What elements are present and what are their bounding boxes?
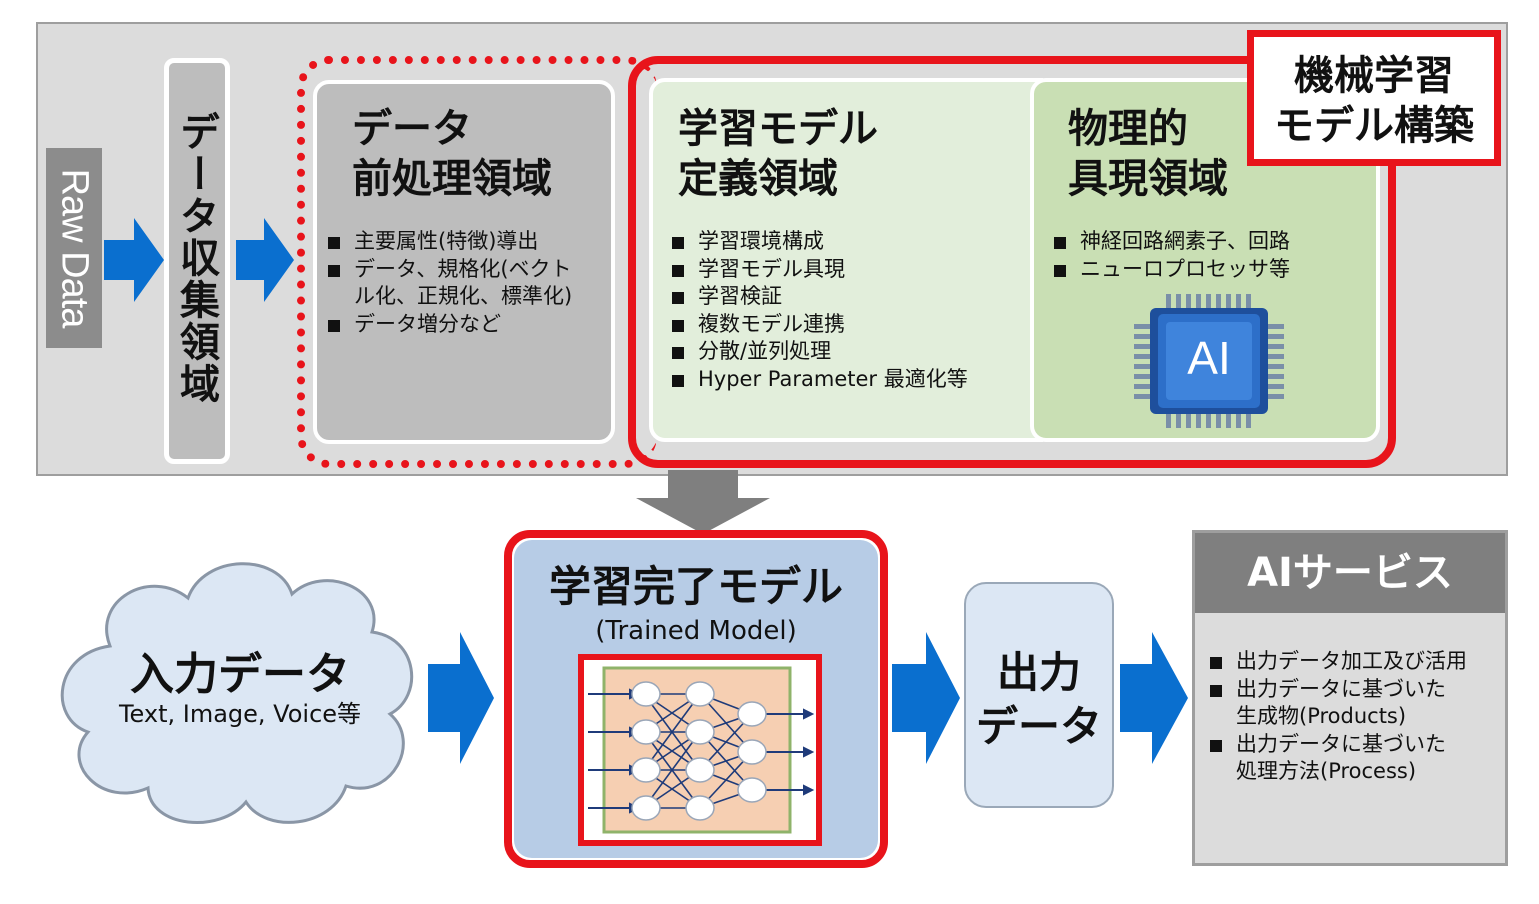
arrow-raw-to-collect xyxy=(104,218,164,302)
list-item: Hyper Parameter 最適化等 xyxy=(672,366,1032,394)
data-collection-area: データ収集領域 xyxy=(164,58,230,464)
ml-build-label-line1: 機械学習 xyxy=(1294,53,1454,99)
arrow-output-to-service xyxy=(1120,632,1188,764)
input-data-title: 入力データ xyxy=(130,649,350,700)
preprocess-dotted-border xyxy=(297,56,657,468)
model-definition-title-line1: 学習モデル xyxy=(678,106,878,152)
neural-network-frame xyxy=(578,654,822,846)
list-item: 学習環境構成 xyxy=(672,228,1032,256)
list-item: 出力データに基づいた xyxy=(1210,676,1502,704)
list-item: 主要属性(特徴)導出 xyxy=(328,228,608,256)
ai-service-title: AIサービス xyxy=(1195,533,1505,613)
physical-bullets: 神経回路網素子、回路 ニューロプロセッサ等 xyxy=(1054,228,1374,283)
arrow-input-to-trained xyxy=(428,632,494,764)
preprocess-title: データ 前処理領域 xyxy=(352,104,552,204)
trained-model-title: 学習完了モデル xyxy=(548,562,843,611)
data-collection-label: データ収集領域 xyxy=(173,111,219,405)
model-definition-title: 学習モデル 定義領域 xyxy=(678,104,878,204)
preprocess-area xyxy=(313,80,615,444)
model-definition-area xyxy=(649,78,1043,442)
arrow-trained-to-output xyxy=(892,632,960,764)
list-item-continued: ル化、正規化、標準化) xyxy=(354,284,573,308)
cloud-outline xyxy=(60,562,414,824)
preprocess-bullets: 主要属性(特徴)導出 データ、規格化(ベクト ル化、正規化、標準化) データ増分… xyxy=(328,228,608,338)
ml-build-label-line2: モデル構築 xyxy=(1274,103,1474,149)
physical-title: 物理的 具現領域 xyxy=(1068,104,1228,204)
trained-model-subtitle: (Trained Model) xyxy=(595,616,797,646)
arrow-collect-to-prep xyxy=(236,218,294,302)
ml-build-frame xyxy=(628,56,1396,468)
list-item: データ増分など xyxy=(328,311,608,339)
output-data-box xyxy=(964,582,1114,808)
list-item-continued: 処理方法(Process) xyxy=(1236,759,1417,783)
ai-chip-label: AI xyxy=(1187,332,1231,384)
list-item: 出力データに基づいた xyxy=(1210,731,1502,759)
list-item: 出力データ加工及び活用 xyxy=(1210,648,1502,676)
ai-chip-graphic xyxy=(1134,294,1284,428)
ai-service-bullets: 出力データ加工及び活用 出力データに基づいた 生成物(Products) 出力デ… xyxy=(1210,648,1502,786)
list-item: 学習検証 xyxy=(672,283,1032,311)
input-cloud-shape xyxy=(60,562,414,824)
preprocess-title-line2: 前処理領域 xyxy=(352,156,552,202)
raw-data-box: Raw Data xyxy=(46,148,102,348)
output-data-line1: 出力 xyxy=(996,648,1081,697)
list-item: 神経回路網素子、回路 xyxy=(1054,228,1374,256)
list-item-continued: 生成物(Products) xyxy=(1236,704,1407,728)
model-definition-bullets: 学習環境構成 学習モデル具現 学習検証 複数モデル連携 分散/並列処理 Hype… xyxy=(672,228,1032,393)
physical-title-line1: 物理的 xyxy=(1068,106,1188,152)
input-data-subtitle: Text, Image, Voice等 xyxy=(118,700,362,728)
output-data-line2: データ xyxy=(975,702,1102,751)
list-item: 複数モデル連携 xyxy=(672,311,1032,339)
list-item: データ、規格化(ベクト xyxy=(328,256,608,284)
model-definition-title-line2: 定義領域 xyxy=(678,156,838,202)
neural-network-icon xyxy=(588,666,815,834)
ml-build-label: 機械学習 モデル構築 xyxy=(1247,30,1501,166)
list-item: 分散/並列処理 xyxy=(672,338,1032,366)
arrow-down-to-trained xyxy=(636,470,770,534)
preprocess-title-line1: データ xyxy=(352,106,472,152)
list-item: ニューロプロセッサ等 xyxy=(1054,256,1374,284)
physical-title-line2: 具現領域 xyxy=(1068,156,1228,202)
list-item: 学習モデル具現 xyxy=(672,256,1032,284)
ai-chip-icon: AI xyxy=(1134,292,1284,430)
output-data-label: 出力 データ xyxy=(964,646,1114,754)
